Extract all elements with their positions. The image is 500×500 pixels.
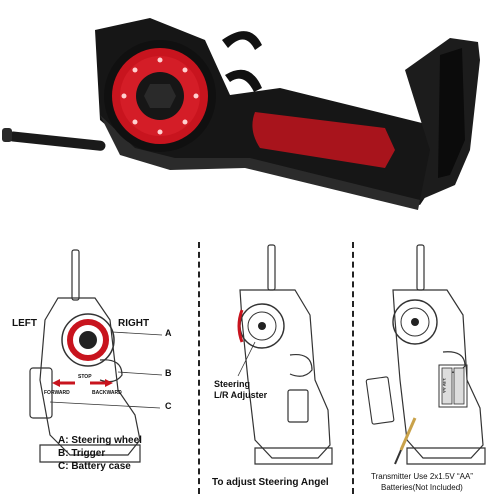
legend-trigger: B: Trigger [58, 448, 106, 459]
transmitter-photo [2, 18, 480, 210]
battery-label: 1.5V AA [442, 378, 447, 393]
battery-compartment [438, 364, 468, 408]
legend-steering-wheel: A: Steering wheel [58, 435, 142, 446]
grip-panel [252, 112, 395, 168]
trigger [222, 31, 262, 50]
legend-battery-case: C: Battery case [58, 461, 131, 472]
transmitter-outline [237, 244, 333, 465]
marker-c: C [165, 401, 172, 411]
diagram-panel-steering: Steering L/R Adjuster To adjust Steering… [200, 240, 350, 500]
transmitter-outline [365, 244, 486, 465]
label-left: LEFT [12, 318, 37, 329]
caption-batteries-line2: Batteries(Not Included) [381, 483, 463, 492]
label-backward: BACKWARD [92, 390, 122, 396]
label-steering: Steering [214, 379, 251, 389]
diagram-panel-parts: LEFT RIGHT A B C STOP FORWARD BACKWARD A… [0, 240, 196, 500]
label-forward: FORWARD [44, 390, 70, 396]
battery-1 [441, 367, 453, 405]
caption-batteries-line1: Transmitter Use 2x1.5V “AA” [371, 472, 473, 481]
antenna [7, 131, 106, 151]
diagram-panel-batteries: 1.5V AA Transmitter Use 2x1.5V “AA” Batt… [355, 240, 500, 500]
label-lr-adjuster: L/R Adjuster [214, 390, 268, 400]
label-right: RIGHT [118, 318, 150, 329]
screwdriver [399, 417, 417, 451]
panel-divider [352, 242, 354, 494]
battery-cover [365, 376, 395, 425]
panel-divider [198, 242, 200, 494]
caption-steering-angle: To adjust Steering Angel [212, 477, 329, 488]
marker-a: A [165, 328, 172, 338]
battery-2 [453, 367, 465, 405]
marker-b: B [165, 368, 172, 378]
steering-wheel [104, 40, 216, 152]
label-stop: STOP [78, 374, 92, 380]
transmitter-outline [29, 249, 163, 463]
